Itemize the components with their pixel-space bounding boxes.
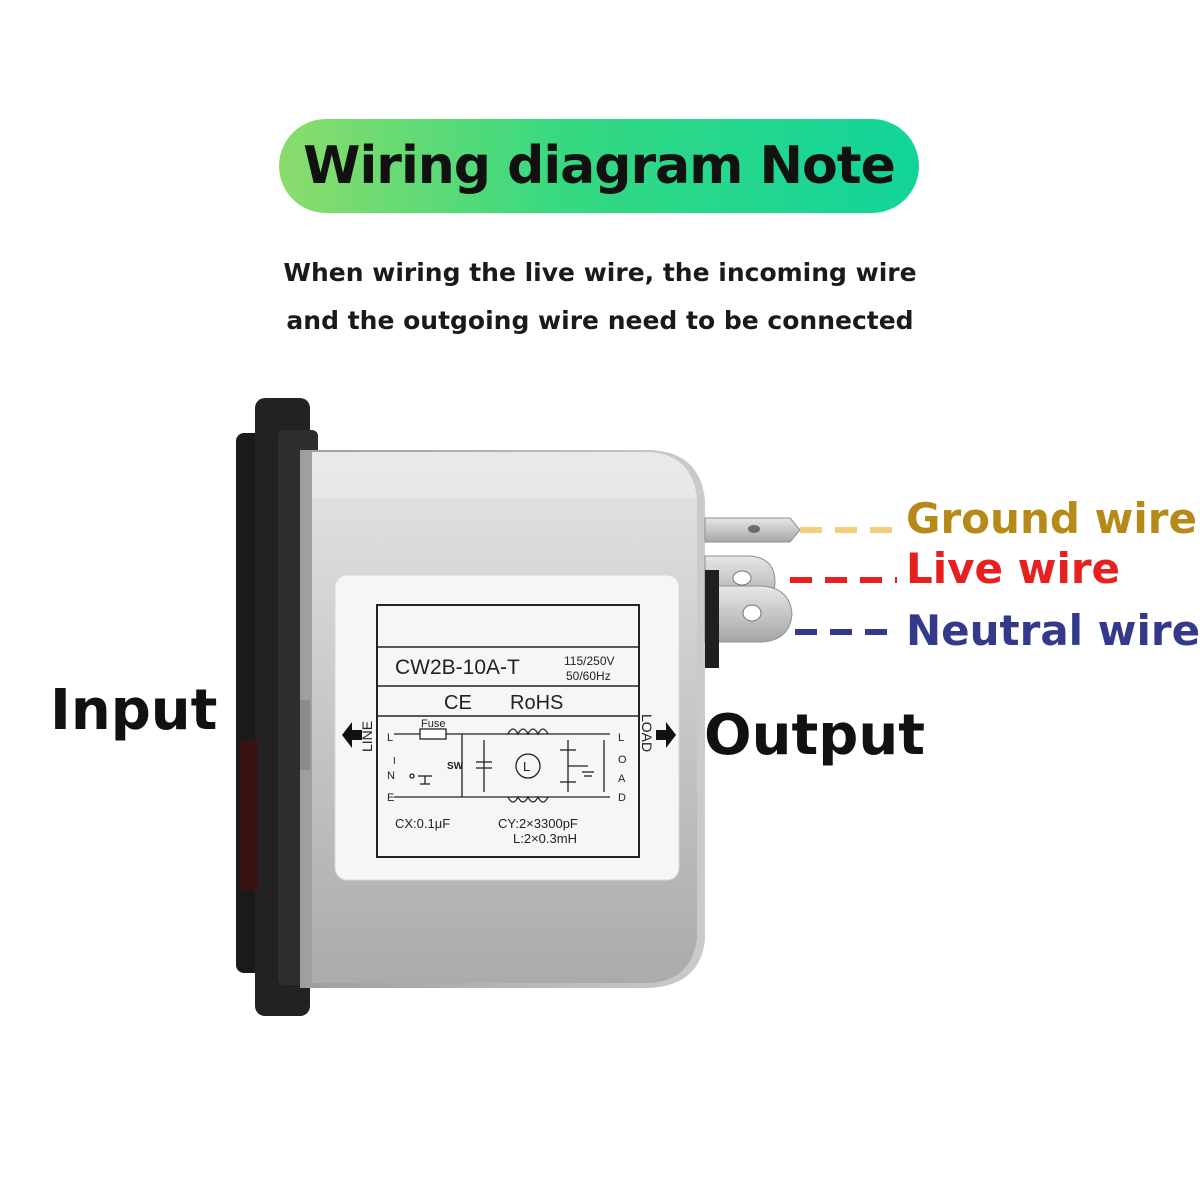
load-word-a: A — [618, 773, 626, 785]
page-title: Wiring diagram Note — [303, 136, 896, 196]
ground-wire-label: Ground wire — [906, 494, 1197, 543]
l-spec: L:2×0.3mH — [513, 831, 577, 846]
note-line-1: When wiring the live wire, the incoming … — [283, 258, 917, 287]
line-side-label: LINE — [359, 721, 375, 752]
load-side-label: LOAD — [639, 714, 655, 752]
line-pin-n: N — [387, 770, 395, 782]
title-banner: Wiring diagram Note — [279, 119, 919, 213]
wire-leads — [790, 527, 897, 635]
load-word-o: O — [618, 754, 627, 766]
filter-schematic — [394, 728, 610, 803]
input-label: Input — [50, 678, 218, 743]
cx-spec: CX:0.1μF — [395, 816, 450, 831]
line-pin-l: L — [387, 732, 393, 744]
note-line-2: and the outgoing wire need to be connect… — [286, 306, 914, 335]
frequency-rating: 50/60Hz — [566, 669, 611, 683]
output-label: Output — [704, 703, 925, 768]
terminal-tabs — [704, 517, 801, 668]
load-word-d: D — [618, 792, 626, 804]
switch-label: SW — [447, 761, 464, 772]
load-word-l: L — [618, 732, 624, 744]
line-pin-e: E — [387, 792, 394, 804]
voltage-rating: 115/250V — [564, 654, 615, 668]
ce-mark: CE — [444, 692, 472, 714]
neutral-wire-label: Neutral wire — [906, 606, 1200, 655]
device-label: CW2B-10A-T 115/250V 50/60Hz CE RoHS LINE… — [334, 574, 680, 881]
fuse-label: Fuse — [421, 718, 445, 730]
rohs-mark: RoHS — [510, 692, 563, 714]
inductor-symbol: L — [523, 759, 530, 774]
line-arrow-icon — [342, 722, 352, 748]
live-wire-label: Live wire — [906, 544, 1121, 593]
load-arrow-icon — [666, 722, 676, 748]
cy-spec: CY:2×3300pF — [498, 816, 578, 831]
line-word-i: I — [393, 756, 396, 767]
model-number: CW2B-10A-T — [395, 656, 520, 679]
